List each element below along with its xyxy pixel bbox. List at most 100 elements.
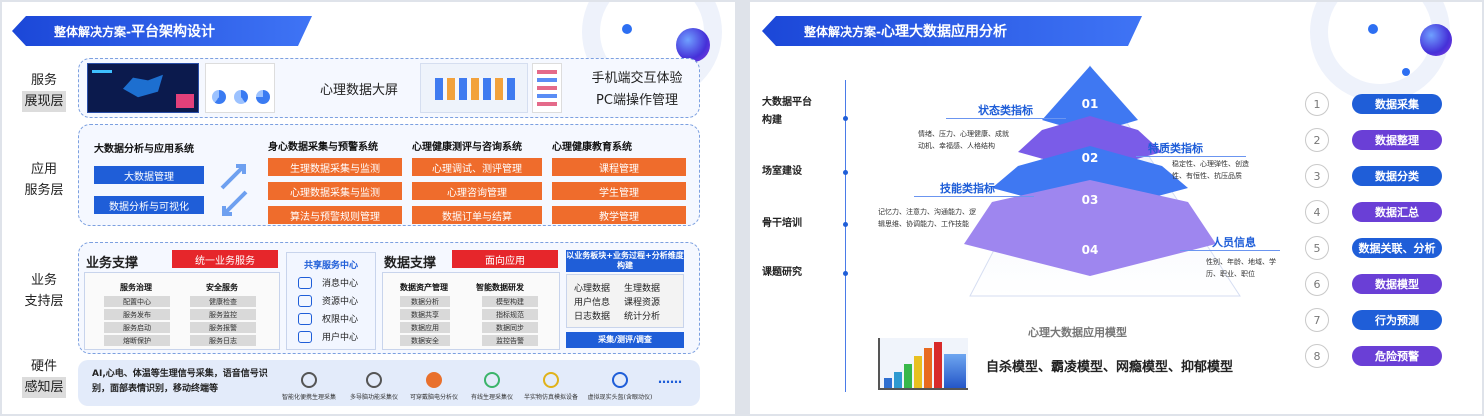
- layer-label-hardware: 硬件 感知层: [22, 356, 66, 398]
- step-number: 1: [1305, 92, 1329, 116]
- step-number: 5: [1305, 236, 1329, 260]
- step-pill[interactable]: 数据关联、分析: [1352, 238, 1442, 258]
- assessment-button[interactable]: 心理调试、测评管理: [412, 158, 542, 176]
- physio-data-button[interactable]: 生理数据采集与监测: [268, 158, 402, 176]
- map-icon: [123, 74, 163, 98]
- pyramid-caption: 心理大数据应用模型: [1028, 326, 1127, 339]
- timeline-label: 大数据平台: [762, 97, 812, 108]
- indicator-title: 特质类指标: [1148, 142, 1203, 155]
- arrows-icon: [220, 164, 248, 216]
- timeline-item: 大数据平台 构建: [762, 94, 812, 130]
- indicator-desc-line: 性、有恒性、抗压品质: [1172, 172, 1242, 180]
- student-button[interactable]: 学生管理: [552, 182, 686, 200]
- device-item: 有线生理采集仪: [464, 372, 520, 401]
- shared-item-message[interactable]: 消息中心: [298, 276, 358, 289]
- timeline-label: 课题研究: [762, 267, 802, 278]
- asset-title: 数据资产管理: [400, 283, 448, 292]
- psych-data-button[interactable]: 心理数据采集与监测: [268, 182, 402, 200]
- message-icon: [298, 276, 312, 289]
- sec-item: 服务日志: [190, 335, 256, 346]
- screen-label: 心理数据大屏: [320, 83, 399, 98]
- gov-item: 服务发布: [104, 309, 170, 320]
- timeline-item: 场室建设: [762, 163, 802, 181]
- chart-line-icon: [92, 70, 112, 73]
- headset-icon: [426, 372, 442, 388]
- step-pill[interactable]: 数据模型: [1352, 274, 1442, 294]
- app-icons: [435, 78, 515, 100]
- smart-title: 智能数据研发: [476, 283, 524, 292]
- brain-icon: [366, 372, 382, 388]
- pyramid-level-1: [1042, 66, 1138, 134]
- indicator-desc-line: 情绪、压力、心理健康、成就: [918, 130, 1009, 138]
- more-devices: ……: [658, 372, 682, 386]
- unified-service-header: 统一业务服务: [172, 250, 278, 268]
- shared-item-label: 消息中心: [322, 279, 359, 289]
- teaching-button[interactable]: 教学管理: [552, 206, 686, 224]
- charts-thumbnail: [205, 63, 275, 113]
- right-item: 课程资源: [624, 298, 661, 308]
- shared-item-user[interactable]: 用户中心: [298, 330, 358, 343]
- data-app-header: 面向应用: [452, 250, 558, 268]
- list-icon: [537, 70, 557, 106]
- system1-title: 大数据分析与应用系统: [94, 144, 194, 155]
- timeline-label: 骨干培训: [762, 218, 802, 229]
- step-pill[interactable]: 数据整理: [1352, 130, 1442, 150]
- asset-item: 数据应用: [400, 322, 450, 333]
- step-pill[interactable]: 危险预警: [1352, 346, 1442, 366]
- architecture-slide: 整体解决方案-平台架构设计 服务 展现层 应用 服务层 业务 支持层 硬件 感知…: [2, 2, 735, 414]
- right-panel-grid: 心理数据 生理数据 用户信息 课程资源 日志数据 统计分析: [574, 282, 674, 324]
- banner: 整体解决方案-心理大数据应用分析: [762, 16, 1142, 46]
- algorithm-button[interactable]: 算法与预警规则管理: [268, 206, 402, 224]
- governance-title: 服务治理: [120, 283, 152, 292]
- step-pill[interactable]: 行为预测: [1352, 310, 1442, 330]
- business-title: 业务支撑: [86, 256, 139, 271]
- illustration-bar: [904, 364, 912, 388]
- chart-illustration: [878, 338, 968, 390]
- consult-button[interactable]: 心理咨询管理: [412, 182, 542, 200]
- gov-item: 配置中心: [104, 296, 170, 307]
- column2-title: 心理健康测评与咨询系统: [412, 142, 522, 153]
- device-label: 可穿戴脑电分析仪: [409, 394, 458, 401]
- shared-item-permission[interactable]: 权限中心: [298, 312, 358, 325]
- right-panel-header: 以业务板块+业务过程+分析维度构建: [566, 250, 684, 272]
- device-label: 多导脑功能采集仪: [349, 394, 398, 401]
- layer-label-line1: 应用: [30, 162, 57, 177]
- illustration-bar: [924, 348, 932, 388]
- indicator-title: 技能类指标: [940, 182, 995, 195]
- device-label: 有线生理采集仪: [470, 394, 513, 401]
- course-button[interactable]: 课程管理: [552, 158, 686, 176]
- timeline-item: 骨干培训: [762, 215, 802, 233]
- device-item: 多导脑功能采集仪: [344, 372, 404, 401]
- indicator-desc: 情绪、压力、心理健康、成就 动机、幸福感、人格结构: [918, 128, 1009, 152]
- key-icon: [298, 312, 312, 325]
- shared-item-resource[interactable]: 资源中心: [298, 294, 358, 307]
- timeline-label: 场室建设: [762, 166, 802, 177]
- analysis-slide: 整体解决方案-心理大数据应用分析 大数据平台 构建 场室建设 骨干培训 课题研究…: [750, 2, 1482, 414]
- hardware-desc-line: 别，面部表情识别，移动终端等: [92, 384, 219, 394]
- dashboard-thumbnail: [87, 63, 199, 113]
- step-pill[interactable]: 数据汇总: [1352, 202, 1442, 222]
- shared-service-panel: [286, 252, 376, 350]
- shared-service-title: 共享服务中心: [303, 261, 358, 271]
- pyramid-diagram: 01 02 03 04: [964, 65, 1241, 297]
- timeline-dot: [843, 116, 848, 121]
- bigdata-management-button[interactable]: 大数据管理: [94, 166, 204, 184]
- indicator-line: [914, 196, 1034, 197]
- layer-label-line1: 硬件: [30, 359, 57, 374]
- device-label: 半实物仿真模拟设备: [523, 394, 578, 401]
- right-item: 心理数据: [574, 284, 611, 294]
- order-button[interactable]: 数据订单与结算: [412, 206, 542, 224]
- data-visualization-button[interactable]: 数据分析与可视化: [94, 196, 204, 214]
- smart-item: 监控告警: [482, 335, 538, 346]
- sec-item: 健康检查: [190, 296, 256, 307]
- smart-item: 模型构建: [482, 296, 538, 307]
- hardware-layer-box: [78, 360, 700, 406]
- mobile-label: 手机端交互体验: [591, 71, 683, 86]
- step-pill[interactable]: 数据采集: [1352, 94, 1442, 114]
- timeline-dot: [843, 170, 848, 175]
- simulator-icon: [543, 372, 559, 388]
- shared-item-label: 权限中心: [322, 315, 359, 325]
- indicator-line: [1180, 250, 1280, 251]
- step-pill[interactable]: 数据分类: [1352, 166, 1442, 186]
- banner-prefix: 整体解决方案-: [54, 24, 131, 39]
